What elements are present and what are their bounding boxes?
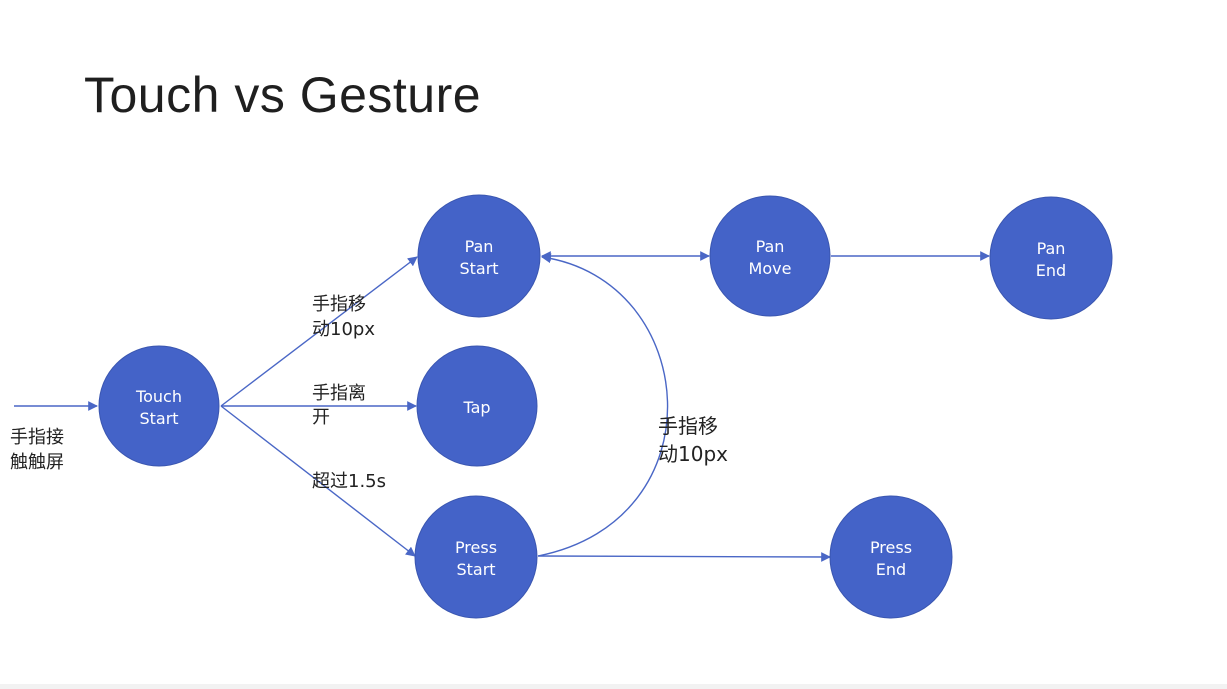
label-to-press: 超过1.5s — [312, 471, 386, 492]
node-press-end: Press End — [829, 495, 953, 619]
node-tap: Tap — [416, 345, 538, 467]
node-touch-start-line2: Start — [139, 409, 178, 428]
label-to-tap-line2: 开 — [312, 407, 330, 428]
label-entry-line2: 触触屏 — [10, 452, 64, 473]
node-pan-start: Pan Start — [417, 194, 541, 318]
node-pan-start-line1: Pan — [465, 237, 494, 256]
label-to-pan-start-line1: 手指移 — [312, 294, 366, 315]
label-to-pan-start-line2: 动10px — [312, 319, 375, 340]
label-to-press-line1: 超过1.5s — [312, 471, 386, 492]
node-press-end-line1: Press — [870, 538, 912, 557]
edge-press-start-to-pan-start — [537, 253, 669, 557]
edge-press-start-to-press-end — [537, 552, 831, 562]
node-pan-end-line1: Pan — [1037, 239, 1066, 258]
node-touch-start: Touch Start — [98, 345, 220, 467]
node-pan-end: Pan End — [989, 196, 1113, 320]
node-press-end-line2: End — [876, 560, 906, 579]
node-pan-move: Pan Move — [709, 195, 831, 317]
label-press-to-pan-line1: 手指移 — [658, 414, 718, 438]
label-press-to-pan: 手指移 动10px — [658, 414, 728, 466]
edge-touch-to-pan-start — [220, 256, 418, 407]
node-touch-start-line1: Touch — [135, 387, 182, 406]
node-tap-label: Tap — [462, 398, 490, 417]
label-entry-line1: 手指接 — [10, 427, 64, 448]
node-press-start: Press Start — [414, 495, 538, 619]
node-press-start-line1: Press — [455, 538, 497, 557]
label-to-tap-line1: 手指离 — [312, 383, 366, 404]
slide-title: Touch vs Gesture — [84, 67, 482, 123]
node-pan-start-line2: Start — [459, 259, 498, 278]
label-entry: 手指接 触触屏 — [10, 427, 64, 473]
edge-touch-to-press-start — [220, 405, 416, 557]
node-press-start-line2: Start — [456, 560, 495, 579]
node-pan-end-line2: End — [1036, 261, 1066, 280]
label-to-pan-start: 手指移 动10px — [312, 294, 375, 340]
label-to-tap: 手指离 开 — [312, 383, 366, 428]
node-pan-move-line1: Pan — [756, 237, 785, 256]
bottom-strip — [0, 684, 1227, 689]
label-press-to-pan-line2: 动10px — [658, 442, 728, 466]
node-pan-move-line2: Move — [749, 259, 792, 278]
